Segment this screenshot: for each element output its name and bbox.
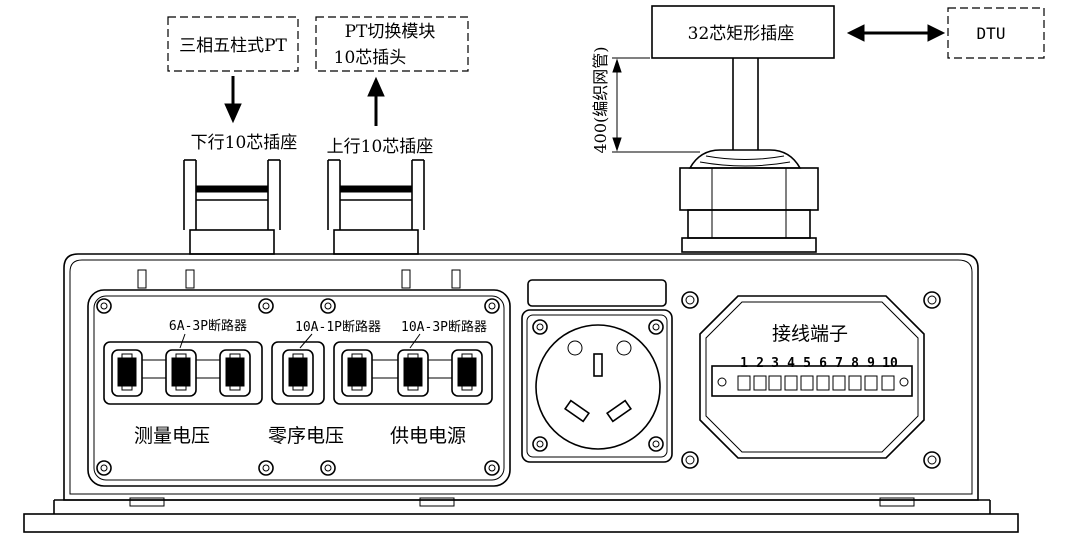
lower-connector-plug [183,159,281,255]
terminal-slots [737,375,895,391]
breaker-panel: 6A-3P断路器 10A-1P断路器 10A-3P断路器 [87,289,511,487]
up-arrow [367,76,385,126]
cable-length-label: 400(编织网管) [591,46,610,153]
breaker-label-6a: 6A-3P断路器 [169,318,247,334]
dtu-box: DTU [947,7,1045,59]
terminal-number: 3 [771,356,779,371]
pt-switch-box: PT切换模块 10芯插头 [315,16,469,72]
terminal-numbers: 1 2 3 4 5 6 7 8 9 10 [740,356,898,371]
terminal-number: 5 [803,356,811,371]
panel-screws [96,298,500,476]
pt-box-label: 三相五柱式PT [179,36,287,56]
cable-gland [679,149,819,253]
breaker-label-10a-1p: 10A-1P断路器 [295,319,381,335]
pt-box: 三相五柱式PT [167,16,299,72]
pt-switch-label-2: 10芯插头 [334,48,407,68]
terminal-block: 接线端子 1 2 3 4 5 6 7 8 9 10 [681,291,941,469]
down-arrow [224,76,242,124]
terminal-number: 9 [867,356,875,371]
terminal-number: 7 [835,356,843,371]
rect-socket-box: 32芯矩形插座 [651,5,835,59]
group-label-measure: 测量电压 [134,425,210,447]
cable [732,58,759,150]
terminal-number: 4 [787,356,795,371]
power-socket [521,279,673,463]
upper-connector-label: 上行10芯插座 [327,137,434,157]
terminal-number: 2 [756,356,764,371]
bidirectional-arrow [846,24,946,42]
breaker-label-10a-3p: 10A-3P断路器 [401,319,487,335]
enclosure [23,253,1019,533]
lower-connector-label: 下行10芯插座 [191,133,298,153]
pt-switch-label-1: PT切换模块 [345,22,436,42]
terminal-number: 8 [851,356,859,371]
terminal-number: 6 [819,356,827,371]
group-label-supply: 供电电源 [390,425,466,447]
terminal-number: 1 [740,356,748,371]
dtu-label: DTU [977,24,1006,43]
terminal-number: 10 [882,356,898,371]
terminal-title: 接线端子 [772,323,848,345]
breaker-switches [111,349,483,397]
upper-connector-plug [327,159,425,255]
group-label-zero-seq: 零序电压 [268,425,344,447]
rect-socket-label: 32芯矩形插座 [688,24,795,44]
dimension-line: 400(编织网管) [591,46,700,154]
